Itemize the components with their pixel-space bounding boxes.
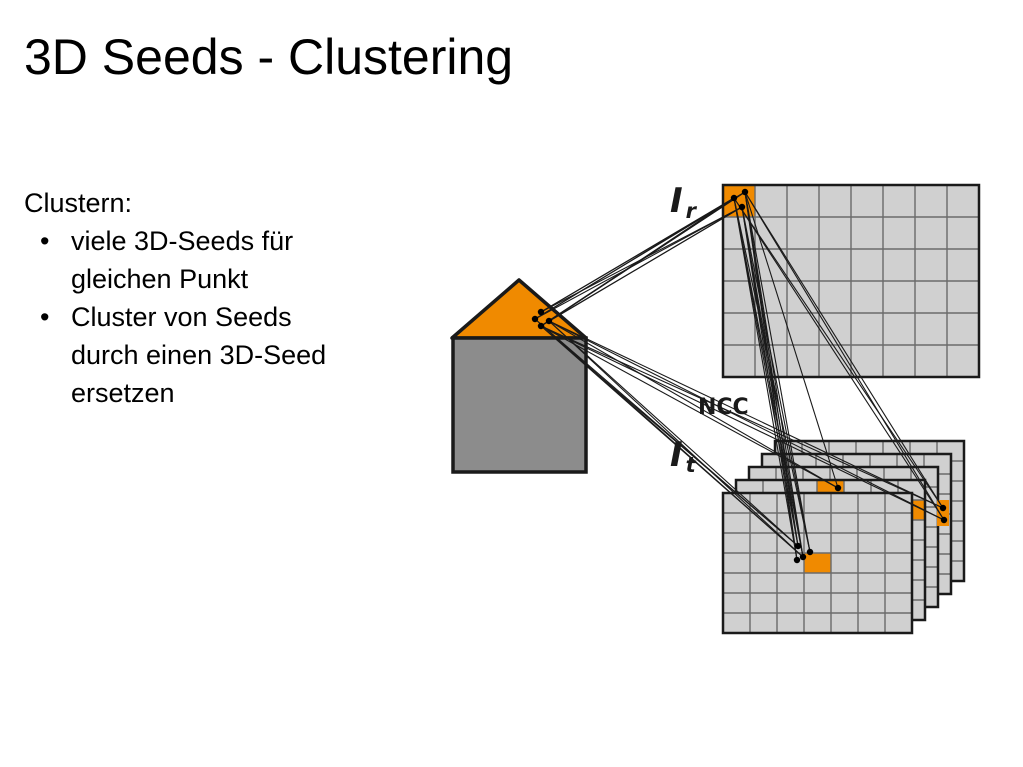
feature-point <box>738 203 746 211</box>
projection-rays <box>534 191 945 561</box>
ncc-label: NCC <box>698 395 749 420</box>
highlight-cell <box>804 553 831 573</box>
house-body <box>451 336 588 474</box>
house-object <box>450 278 588 474</box>
projection-ray <box>548 320 804 558</box>
reference-label-sub: r <box>686 199 698 223</box>
reference-label-main: I <box>670 181 683 221</box>
epipolar-ray <box>733 197 798 561</box>
bullet-line: durch einen 3D-Seed <box>71 340 327 370</box>
bullet-list: • viele 3D-Seeds für gleichen Punkt • Cl… <box>24 222 424 412</box>
projection-ray <box>540 325 839 489</box>
target-label-sub: t <box>686 453 697 477</box>
target-image-frame <box>721 491 914 635</box>
bullet-symbol: • <box>40 302 50 332</box>
epipolar-ray <box>744 191 811 553</box>
feature-point <box>741 188 749 196</box>
projection-ray <box>534 318 799 547</box>
projection-ray <box>534 191 746 320</box>
projection-ray <box>540 325 945 521</box>
target-image-stack <box>721 439 966 635</box>
epipolar-ray <box>744 191 945 521</box>
feature-point <box>939 504 947 512</box>
projection-ray <box>548 320 799 547</box>
intro-text: Clustern: <box>24 188 133 218</box>
slide-title: 3D Seeds - Clustering <box>24 29 514 85</box>
epipolar-ray <box>744 191 944 509</box>
feature-point <box>806 548 814 556</box>
target-label-main: I <box>670 435 683 475</box>
projection-ray <box>534 318 804 558</box>
projection-ray <box>548 206 743 322</box>
feature-point <box>537 308 545 316</box>
epipolar-ray <box>741 206 798 561</box>
body-text: Clustern: • viele 3D-Seeds für gleichen … <box>24 184 424 412</box>
projection-ray <box>540 325 944 509</box>
bullet-item-1: • viele 3D-Seeds für gleichen Punkt <box>24 222 424 298</box>
epipolar-ray <box>744 191 804 558</box>
feature-point <box>730 194 738 202</box>
bullet-line: viele 3D-Seeds für <box>71 226 294 256</box>
epipolar-ray <box>741 206 804 558</box>
epipolar-ray <box>733 197 945 521</box>
projection-ray <box>548 320 944 509</box>
feature-point <box>794 542 802 550</box>
grid-border <box>721 491 914 635</box>
projection-ray <box>548 320 945 521</box>
feature-point <box>940 516 948 524</box>
epipolar-ray <box>733 197 944 509</box>
projection-ray <box>534 206 743 320</box>
epipolar-ray <box>741 206 811 553</box>
feature-point <box>834 484 842 492</box>
feature-point <box>545 317 553 325</box>
feature-point <box>531 315 539 323</box>
projection-ray <box>548 191 746 322</box>
bullet-symbol: • <box>40 226 50 256</box>
epipolar-ray <box>744 191 839 489</box>
feature-points <box>531 188 948 564</box>
bullet-line: Cluster von Seeds <box>71 302 292 332</box>
feature-point <box>793 556 801 564</box>
bullet-line: ersetzen <box>71 378 175 408</box>
bullet-line: gleichen Punkt <box>71 264 249 294</box>
bullet-item-2: • Cluster von Seeds durch einen 3D-Seed … <box>24 298 424 412</box>
feature-point <box>537 322 545 330</box>
feature-point <box>799 553 807 561</box>
